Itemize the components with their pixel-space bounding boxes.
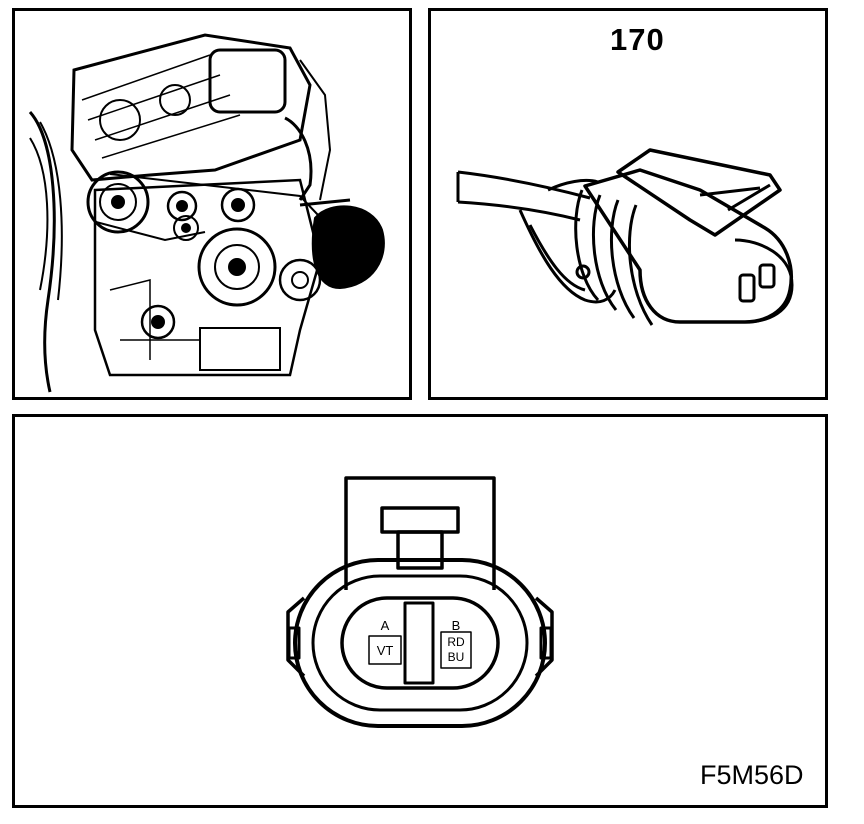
engine-illustration [28, 33, 385, 393]
pin-a-wire-color: VT [377, 643, 394, 658]
figure-id: F5M56D [700, 760, 804, 790]
engine-location-panel [12, 8, 412, 400]
pin-a-letter: A [381, 618, 390, 633]
connector-plug-illustration [456, 148, 794, 326]
pin-b-wire-color-1: RD [447, 635, 465, 649]
component-code: 170 [610, 22, 665, 57]
pin-b-wire-color-2: BU [448, 650, 465, 664]
pin-b-letter: B [452, 618, 461, 633]
connector-face-illustration [286, 476, 554, 728]
